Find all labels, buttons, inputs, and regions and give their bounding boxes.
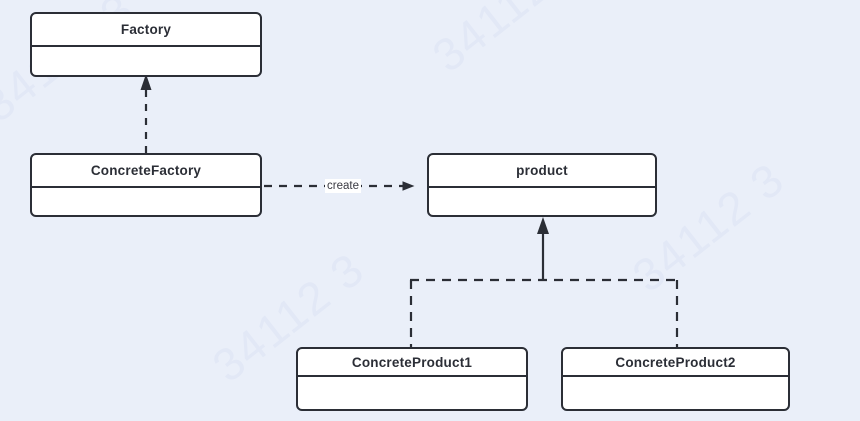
edge-label-create: create [325,179,361,193]
class-box-concreteproduct1[interactable]: ConcreteProduct1 [296,347,528,411]
class-box-concreteproduct2[interactable]: ConcreteProduct2 [561,347,790,411]
class-box-product[interactable]: product [427,153,657,217]
class-name-product: product [429,155,655,188]
class-attributes-concretefactory [32,188,260,215]
class-name-concreteproduct1: ConcreteProduct1 [298,349,526,377]
class-attributes-factory [32,47,260,75]
class-attributes-concreteproduct1 [298,377,526,409]
class-name-concreteproduct2: ConcreteProduct2 [563,349,788,377]
class-name-concretefactory: ConcreteFactory [32,155,260,188]
class-box-factory[interactable]: Factory [30,12,262,77]
class-name-factory: Factory [32,14,260,47]
class-box-concretefactory[interactable]: ConcreteFactory [30,153,262,217]
class-attributes-concreteproduct2 [563,377,788,409]
realization-arrowhead [537,217,549,234]
edge-concreteproducts-realize-product [409,217,679,347]
class-attributes-product [429,188,655,215]
realization-arrowhead [140,74,152,90]
edge-concretefactory-realizes-factory [140,74,152,153]
